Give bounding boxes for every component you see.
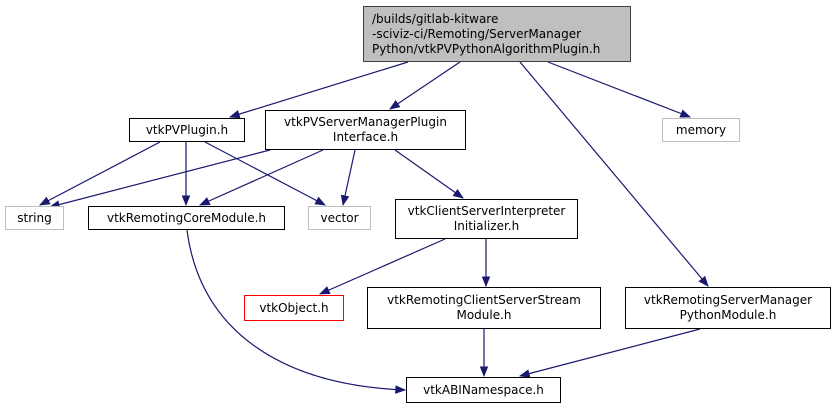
node-vtkremotingservermanagerpythonmodule[interactable]: vtkRemotingServerManager PythonModule.h (625, 287, 831, 329)
node-vtkclientserverinterpreterinitializer[interactable]: vtkClientServerInterpreter Initializer.h (395, 199, 578, 239)
node-vtkobject[interactable]: vtkObject.h (244, 295, 344, 321)
edge-root-to-memory (547, 61, 692, 118)
edge-root-to-pvplugin (228, 61, 409, 119)
node-memory[interactable]: memory (662, 118, 740, 142)
edge-smpython-to-abi (518, 328, 701, 378)
node-vector[interactable]: vector (308, 206, 371, 230)
edge-root-to-smpython (519, 61, 709, 287)
edge-pvplugin-to-vector (204, 141, 326, 206)
node-vtkremotingclientserverstreammodule[interactable]: vtkRemotingClientServerStream Module.h (367, 287, 601, 329)
node-vtkpvservermanagerplugininterface[interactable]: vtkPVServerManagerPlugin Interface.h (265, 110, 466, 150)
edge-smplugin-to-coremodule (199, 149, 324, 206)
node-vtkremotingcoremodule[interactable]: vtkRemotingCoreModule.h (88, 206, 285, 230)
node-vtkabinamespace[interactable]: vtkABINamespace.h (406, 377, 561, 403)
node-root-file[interactable]: /builds/gitlab-kitware -sciviz-ci/Remoti… (363, 6, 631, 62)
edge-smplugin-to-vector (340, 149, 356, 207)
edge-pvplugin-to-string (39, 141, 161, 206)
node-string[interactable]: string (5, 206, 64, 230)
edge-root-to-smplugin (389, 61, 461, 110)
edge-smplugin-to-csinit (394, 149, 464, 199)
edge-smplugin-to-string (48, 149, 271, 209)
edge-csinit-to-vtkobject (319, 238, 446, 295)
node-vtkpvplugin[interactable]: vtkPVPlugin.h (129, 118, 245, 142)
edge-coremodule-to-abi (186, 229, 407, 394)
